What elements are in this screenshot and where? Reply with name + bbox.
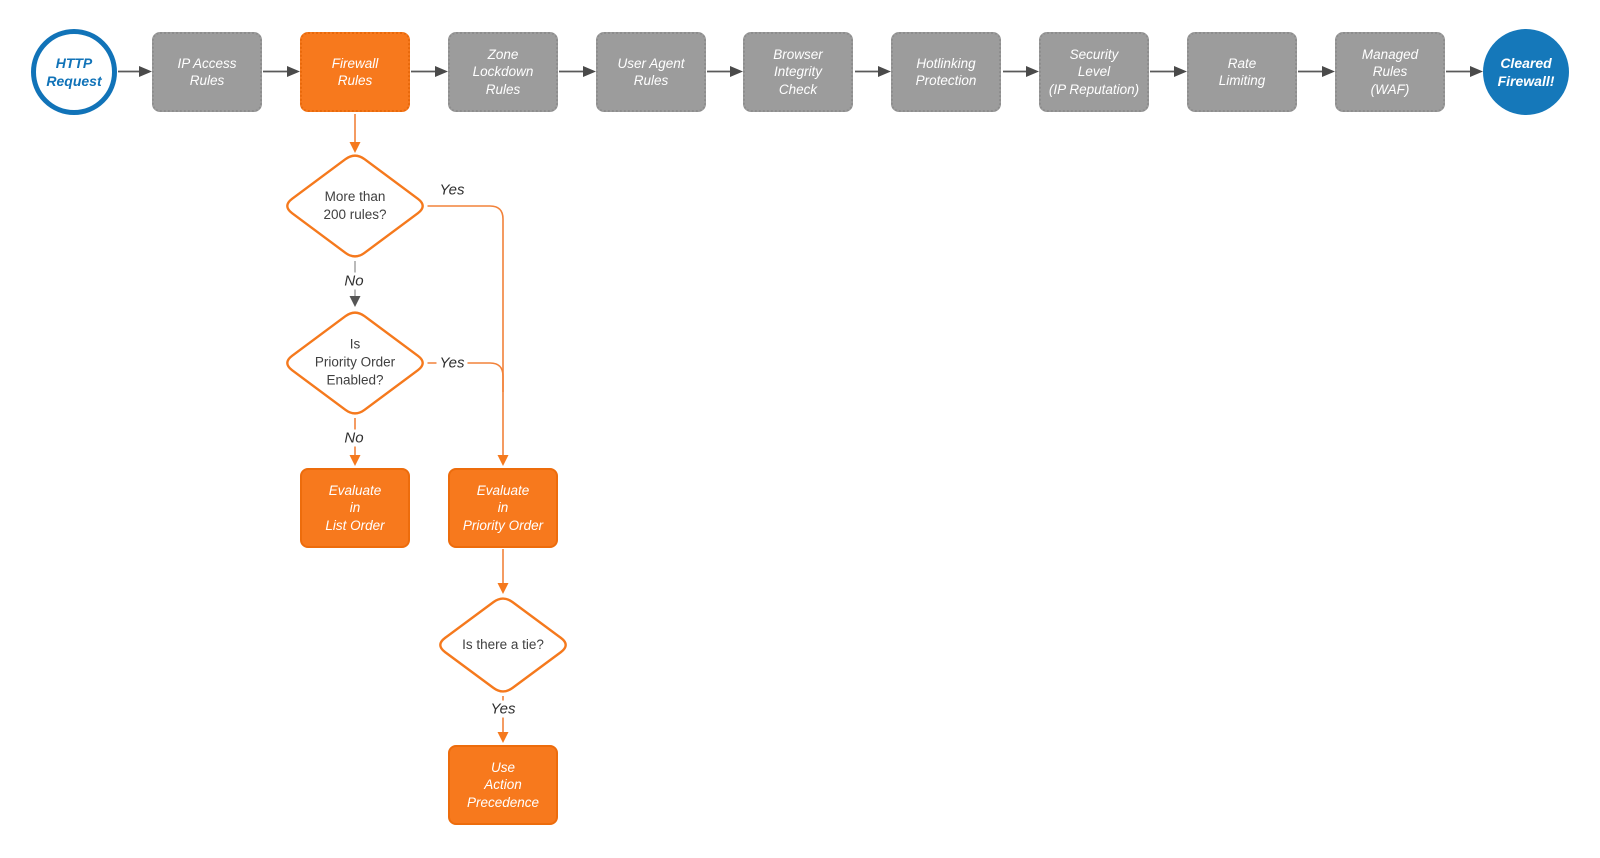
node-label-line: Zone [487,47,519,63]
arrowhead-hotlinking-to-security [1026,66,1039,77]
node-label-line: Priority Order [462,517,544,533]
node-label-line: (WAF) [1370,81,1410,97]
node-label-line: User Agent [617,55,685,71]
node-label-line: Cleared [1500,54,1552,71]
node-label-line: Rules [633,73,669,88]
node-label-line: Integrity [773,64,823,80]
node-label-line: HTTP [55,54,93,71]
decision-text-more-than-200-rules: More than 200 rules? [285,188,425,224]
decision-label-line: Is there a tie? [462,636,544,652]
node-label-line: Use [490,759,515,775]
node-security-level: Security Level (IP Reputation) [1039,32,1149,112]
node-rate-limiting: Rate Limiting [1187,32,1297,112]
arrowhead-zone-to-useragent [583,66,596,77]
arrowhead-rate-to-managed [1322,66,1335,77]
node-user-agent-rules: User Agent Rules [596,32,706,112]
node-label-line: Evaluate [476,482,530,498]
edge-label-yes-decision2: Yes [436,354,468,372]
node-label-line: Browser [773,47,823,63]
node-cleared-firewall: Cleared Firewall! [1483,29,1569,115]
decision-text-is-there-a-tie: Is there a tie? [433,636,573,654]
node-label-line: Limiting [1218,73,1266,88]
arrowhead-security-to-rate [1174,66,1187,77]
node-label-line: Level [1077,64,1111,80]
node-browser-integrity-check: Browser Integrity Check [743,32,853,112]
edge-decision1-yes [427,205,504,455]
decision-diamond-is-there-a-tie [439,597,567,693]
node-zone-lockdown-rules: Zone Lockdown Rules [448,32,558,112]
decision-text-priority-order-enabled: Is Priority Order Enabled? [285,336,425,391]
arrowhead-into-decision2 [349,296,361,307]
node-label-line: Lockdown [472,64,534,80]
node-firewall-rules: Firewall Rules [300,32,410,112]
node-label-line: List Order [325,517,385,533]
decision-label-line: Priority Order [314,354,396,370]
pipeline-arrows [118,66,1483,77]
node-label-line: Rules [1372,64,1408,80]
node-label-line: Rules [337,73,373,88]
node-hotlinking-protection: Hotlinking Protection [891,32,1001,112]
arrowhead-start-to-ip [139,66,152,77]
node-label-line: Precedence [466,794,540,810]
node-evaluate-in-list-order: Evaluate in List Order [300,468,410,548]
node-use-action-precedence: Use Action Precedence [448,745,558,825]
branch-arrowheads-orange [349,142,509,743]
node-label-line: Rules [189,73,225,88]
arrowhead-browser-to-hotlinking [878,66,891,77]
node-label-line: Firewall [331,55,379,71]
node-label-line: in [349,500,361,516]
node-label-line: Rules [485,81,521,97]
edge-label-no-decision1: No [341,272,367,290]
arrowhead-ip-to-firewall [287,66,300,77]
node-ip-access-rules: IP Access Rules [152,32,262,112]
decision-diamonds [286,154,567,693]
node-label-line: Rate [1227,55,1257,71]
decision-label-line: Enabled? [326,373,384,389]
node-label-line: Protection [915,73,977,88]
node-label-line: in [497,500,509,516]
edge-label-yes-decision3: Yes [487,700,519,718]
node-http-request: HTTP Request [31,29,117,115]
edge-label-no-decision2: No [341,429,367,447]
node-label-line: Managed [1361,47,1419,63]
node-label-line: Security [1069,47,1119,63]
branch-connectors-orange [354,114,504,732]
decision-diamond-priority-order-enabled [286,311,424,415]
decision-label-line: 200 rules? [323,207,387,222]
decision-label-line: More than [324,188,386,204]
decision-label-line: Is [349,336,361,352]
edge-label-yes-decision1: Yes [436,181,468,199]
node-label-line: Check [778,81,818,97]
node-label-line: Hotlinking [916,55,976,71]
node-evaluate-in-priority-order: Evaluate in Priority Order [448,468,558,548]
arrowhead-useragent-to-browser [730,66,743,77]
node-label-line: Firewall! [1497,73,1555,89]
arrowhead-into-decision3 [497,583,509,594]
arrowhead-managed-to-end [1470,66,1483,77]
arrowhead-firewall-to-zone [435,66,448,77]
decision-diamond-more-than-200-rules [286,154,424,258]
node-label-line: IP Access [177,55,237,71]
arrowhead-into-decision1 [349,142,361,153]
node-label-line: Request [46,73,102,89]
arrowhead-into-evaluate-priority [497,455,509,466]
node-label-line: Action [484,777,522,793]
edge-decision2-yes [427,362,504,392]
node-managed-rules-waf: Managed Rules (WAF) [1335,32,1445,112]
arrowhead-into-evaluate-list [349,455,361,466]
node-label-line: (IP Reputation) [1048,81,1140,97]
node-label-line: Evaluate [328,482,382,498]
arrowhead-into-use-action [497,732,509,743]
